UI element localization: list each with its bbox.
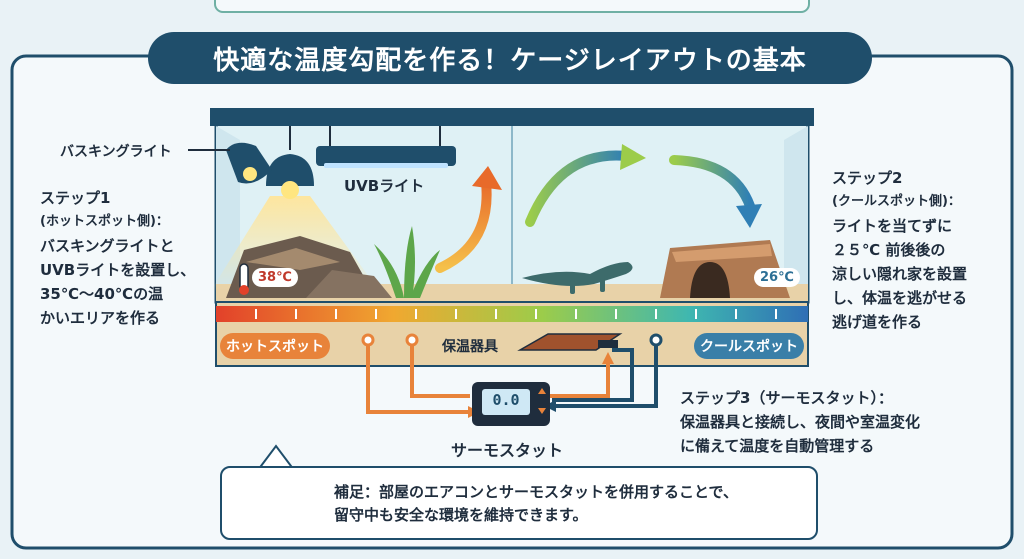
step3-line: 保温器具と接続し、夜間や室温変化: [680, 413, 921, 431]
step1-line: (ホットスポット側)：: [40, 214, 169, 229]
top-card-edge: [214, 0, 810, 13]
page-title: 快適な温度勾配を作る！ケージレイアウトの基本: [148, 32, 872, 84]
heater-mat-icon: [517, 333, 623, 351]
step2-line: ライトを当てずに: [832, 217, 953, 235]
step2-heading: ステップ2: [832, 169, 903, 187]
note-line: 補足：部屋のエアコンとサーモスタットを併用することで、: [334, 483, 738, 501]
uvb-lamp-icon: [316, 126, 456, 168]
step3-text: ステップ3（サーモスタット）： 保温器具と接続し、夜間や室温変化 に備えて温度を…: [680, 386, 1010, 458]
step1-line: かいエリアを作る: [40, 309, 161, 327]
step2-line: (クールスポット側)：: [832, 194, 961, 209]
step2-text: ステップ2 (クールスポット側)： ライトを当てずに ２５℃ 前後後の 涼しい隠…: [832, 166, 1012, 334]
arrow-cool-icon: [525, 150, 631, 227]
plant-icon: [374, 226, 440, 298]
temperature-gradient-bar: [216, 306, 808, 322]
step2-line: ２５℃ 前後後の: [832, 241, 946, 259]
lizard-icon: [522, 262, 633, 294]
thermostat-display: 0.0: [492, 391, 520, 409]
thermostat-label: サーモスタット: [451, 441, 564, 460]
cool-zone-label: クールスポット: [694, 333, 804, 359]
step1-line: バスキングライトと: [40, 237, 175, 255]
arrow-warm-icon: [435, 177, 492, 273]
hot-zone-label: ホットスポット: [220, 333, 330, 359]
note-line: 留守中も安全な環境を維持できます。: [334, 506, 588, 524]
step1-heading: ステップ1: [40, 189, 111, 207]
step2-line: し、体温を逃がせる: [832, 289, 968, 307]
basking-light-label: バスキングライト: [60, 144, 172, 160]
uvb-light-label: UVBライト: [344, 177, 425, 195]
note-text: 補足：部屋のエアコンとサーモスタットを併用することで、 留守中も安全な環境を維持…: [334, 481, 804, 527]
note-box: 補足：部屋のエアコンとサーモスタットを併用することで、 留守中も安全な環境を維持…: [220, 466, 818, 540]
step3-heading: ステップ3（サーモスタット）：: [680, 389, 893, 407]
step1-text: ステップ1 (ホットスポット側)： バスキングライトと UVBライトを設置し、 …: [40, 186, 210, 330]
step2-line: 逃げ道を作る: [832, 313, 923, 331]
step1-line: 35℃〜40℃の温: [40, 285, 164, 303]
gradient-ticks: [255, 309, 777, 319]
thermostat-icon: [472, 382, 550, 426]
step3-line: に備えて温度を自動管理する: [680, 437, 875, 455]
basking-lamp-icon: [226, 126, 314, 199]
hot-temperature: 38℃: [252, 268, 298, 287]
step2-line: 涼しい隠れ家を設置: [832, 265, 968, 283]
cool-temperature: 26℃: [754, 268, 800, 287]
step1-line: UVBライトを設置し、: [40, 261, 196, 279]
heater-label: 保温器具: [442, 339, 498, 355]
